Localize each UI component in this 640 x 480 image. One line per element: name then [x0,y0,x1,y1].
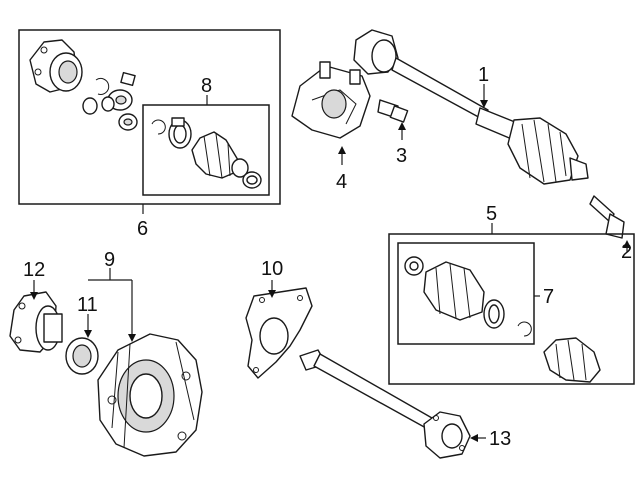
arrow-4 [338,146,346,154]
gasket [245,287,313,379]
cv-boot-5 [543,337,601,383]
kit-6-frame [18,29,281,205]
inner-joint-housing [29,39,83,93]
kit-5-frame [388,233,635,385]
arrow-13 [470,434,478,442]
callout-5: 5 [486,203,497,225]
arrow-9 [128,334,136,342]
callout-10: 10 [261,258,283,280]
arrow-12 [30,292,38,300]
arrow-1 [480,100,488,108]
arrow-3 [398,122,406,130]
kit-7-frame [397,242,535,345]
arrow-11 [84,330,92,338]
boot-clamp-7b [483,299,505,329]
callout-7: 7 [543,286,554,308]
callout-4: 4 [336,171,347,193]
heat-shield [291,61,371,139]
arrow-10 [268,290,276,298]
boot-clamp-7a [404,256,424,276]
callout-3: 3 [396,145,407,167]
callout-2: 2 [621,241,632,263]
bolt-3 [377,99,409,123]
arrow-2 [623,240,631,248]
oil-seal [65,337,99,375]
bolt-2 [589,195,625,239]
callout-8: 8 [201,75,212,97]
cv-boot-7 [423,261,485,321]
output-flange [9,291,63,353]
boot-clip [151,119,166,135]
callout-1: 1 [478,64,489,86]
callout-11: 11 [77,294,98,316]
cage-and-race [82,71,138,131]
circlip-small [95,77,110,95]
differential-housing [97,333,203,457]
axle-shaft-assembly [353,29,589,185]
kit-8-frame [142,104,270,196]
callout-12: 12 [23,259,45,281]
callout-13: 13 [489,428,511,450]
boot-clamp-large [168,117,192,149]
drive-shaft [299,349,471,459]
cv-boot [191,131,249,179]
boot-clamp-small [242,171,262,189]
circlip-7 [517,321,532,337]
callout-6: 6 [137,218,148,240]
callout-9: 9 [104,249,115,271]
